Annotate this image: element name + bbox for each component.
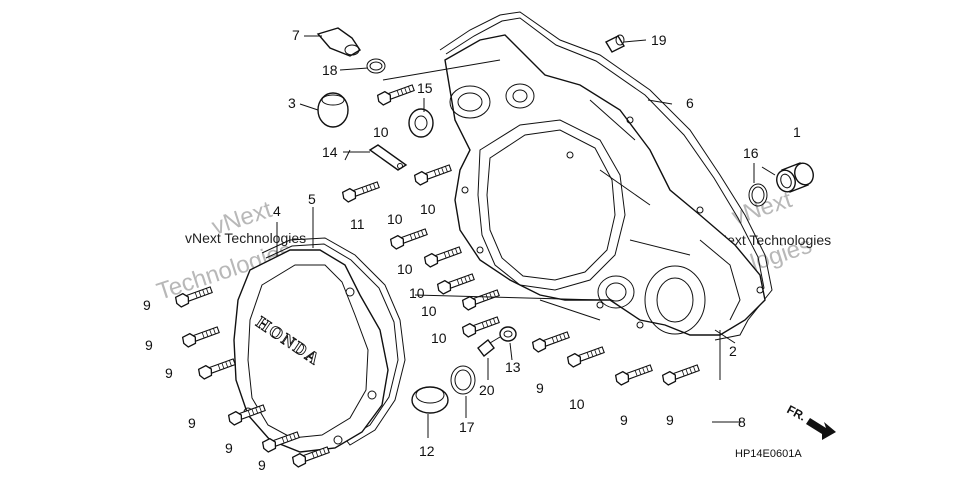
bolt-20 [477,336,501,357]
callout-10-g: 10 [431,330,447,346]
bolt [227,404,266,426]
bolt [661,364,700,386]
callout-7: 7 [292,27,300,43]
o-ring-16 [748,183,768,207]
plate-14 [368,144,408,171]
bolt [389,228,428,250]
callout-2: 2 [729,343,737,359]
bolt [341,181,380,203]
callout-1: 1 [793,124,801,140]
bolt [413,164,452,186]
callouts: 1 2 3 4 5 6 7 8 9 9 9 9 9 9 9 9 9 10 10 … [143,27,801,473]
diagram-code: HP14E0601A [735,448,802,460]
callout-9-c: 9 [165,365,173,381]
watermark-big-right-1: vNext [729,186,796,231]
watermark-small-left: vNext Technologies [185,230,306,246]
callout-10-d: 10 [397,261,413,277]
callout-9-i: 9 [666,412,674,428]
o-ring-17 [450,365,476,395]
gasket-5-inner [265,243,399,439]
callout-13: 13 [505,359,521,375]
watermark-small-right: vNext Technologies [710,232,831,248]
callout-9-b: 9 [145,337,153,353]
o-ring-18 [366,58,386,74]
bolt [291,446,330,468]
callout-9-a: 9 [143,297,151,313]
collar-1 [776,162,814,193]
callout-10-f: 10 [421,303,437,319]
gasket-6 [439,11,773,341]
bolt [261,431,300,453]
front-label: FR. [785,402,809,423]
callout-9-e: 9 [225,440,233,456]
callout-15: 15 [417,80,433,96]
callout-10-b: 10 [420,201,436,217]
callout-4: 4 [273,203,281,219]
dowel-19 [605,34,625,53]
bolt [197,358,236,380]
callout-10-h: 10 [569,396,585,412]
callout-5: 5 [308,191,316,207]
front-direction-arrow: FR. [785,402,836,440]
callout-12: 12 [419,443,435,459]
bolt [181,326,220,348]
callout-10-a: 10 [373,124,389,140]
bolts [174,84,700,468]
bolt [461,289,500,311]
washer-13 [499,326,517,342]
callout-9-h: 9 [620,412,628,428]
oil-seal-15 [408,108,434,138]
callout-9-d: 9 [188,415,196,431]
bolt [174,286,213,308]
callout-17: 17 [459,419,475,435]
gasket-6-inner [445,17,765,317]
callout-9-g: 9 [536,380,544,396]
hose-8 [685,392,723,458]
callout-9-f: 9 [258,457,266,473]
bolt [531,331,570,353]
bolt [423,246,462,268]
callout-19: 19 [651,32,667,48]
oil-filler-cap-7 [316,27,361,57]
bolt [614,364,653,386]
bolt [566,346,605,368]
callout-11: 11 [350,216,365,232]
leader-lines [276,35,776,438]
callout-3: 3 [288,95,296,111]
callout-20: 20 [479,382,495,398]
callout-16: 16 [743,145,759,161]
plug-12 [411,386,449,414]
callout-10-e: 10 [409,285,425,301]
callout-18: 18 [322,62,338,78]
callout-8: 8 [738,414,746,430]
bolt [461,316,500,338]
crankcase-cover-2 [444,34,766,336]
callout-6: 6 [686,95,694,111]
callout-14: 14 [322,144,338,160]
bolt [436,273,475,295]
cap-3 [317,92,349,128]
callout-10-c: 10 [387,211,403,227]
clutch-cover-4: HONDA [233,249,389,453]
bolt [376,84,415,106]
